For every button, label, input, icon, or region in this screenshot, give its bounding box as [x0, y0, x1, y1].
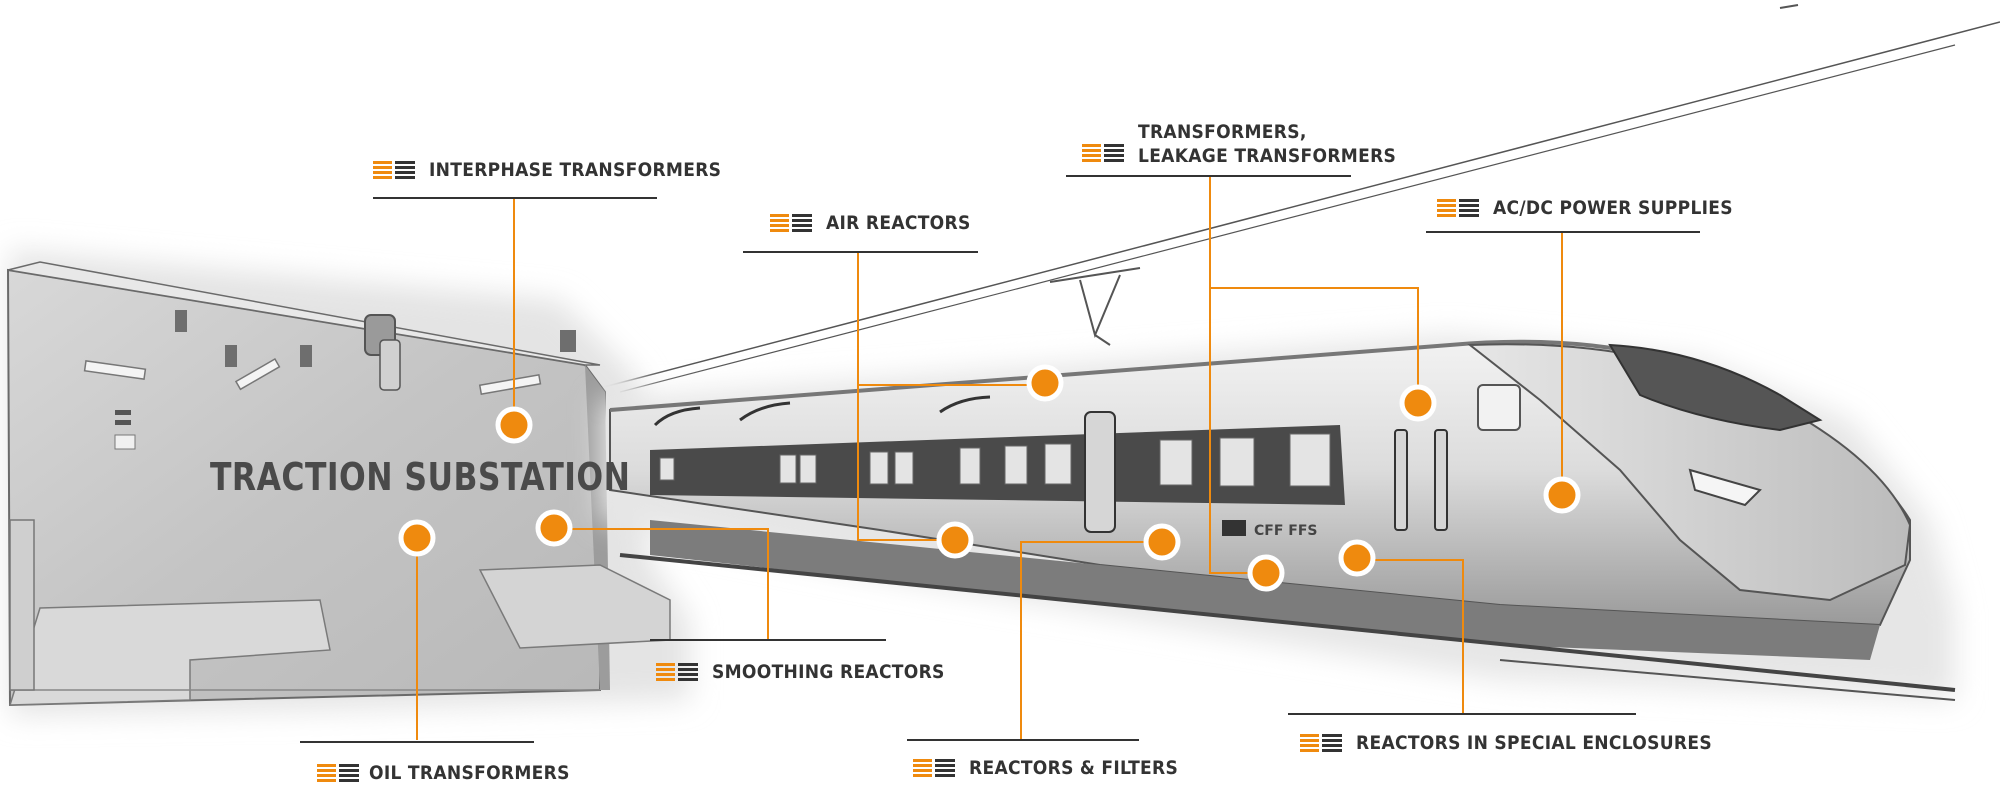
label-text-line1: TRANSFORMERS,: [1138, 121, 1307, 143]
label-transformers[interactable]: TRANSFORMERS, LEAKAGE TRANSFORMERS: [1082, 120, 1396, 168]
hotspots: [398, 364, 1581, 592]
label-reactors-special-enclosures[interactable]: REACTORS IN SPECIAL ENCLOSURES: [1300, 731, 1712, 755]
label-text: AIR REACTORS: [826, 212, 971, 234]
label-oil-transformers[interactable]: OIL TRANSFORMERS: [317, 761, 570, 785]
train-illustration: CFF FFS: [600, 267, 1956, 701]
label-text: SMOOTHING REACTORS: [712, 661, 945, 683]
stripes-icon: [656, 663, 698, 681]
hotspot-oil[interactable]: [398, 519, 436, 557]
catenary-wires: [599, 4, 2000, 393]
label-smoothing-reactors[interactable]: SMOOTHING REACTORS: [656, 660, 945, 684]
label-interphase-transformers[interactable]: INTERPHASE TRANSFORMERS: [373, 158, 721, 182]
substation-illustration: [6, 250, 690, 715]
stripes-icon: [913, 759, 955, 777]
train-logo-text: CFF FFS: [1254, 523, 1318, 539]
label-acdc-power-supplies[interactable]: AC/DC POWER SUPPLIES: [1437, 196, 1733, 220]
hotspot-filters[interactable]: [1143, 523, 1181, 561]
label-text: OIL TRANSFORMERS: [369, 762, 570, 784]
label-underline: [743, 251, 978, 253]
stripes-icon: [317, 764, 359, 782]
label-underline: [1066, 175, 1351, 177]
label-air-reactors[interactable]: AIR REACTORS: [770, 211, 971, 235]
hotspot-interphase[interactable]: [495, 406, 533, 444]
stripes-icon: [1437, 199, 1479, 217]
hotspot-acdc[interactable]: [1543, 476, 1581, 514]
stripes-icon: [373, 161, 415, 179]
hotspot-transformers-lower[interactable]: [1247, 554, 1285, 592]
hotspot-special[interactable]: [1338, 539, 1376, 577]
stripes-icon: [770, 214, 812, 232]
hotspot-air-upper[interactable]: [1026, 364, 1064, 402]
connector-lines: [416, 177, 1563, 740]
label-underline: [373, 197, 657, 199]
hotspot-smoothing[interactable]: [535, 509, 573, 547]
label-text: AC/DC POWER SUPPLIES: [1493, 197, 1733, 219]
label-underline: [1426, 231, 1700, 233]
label-underline: [650, 639, 886, 641]
label-underline: [300, 741, 534, 743]
label-underline: [907, 739, 1139, 741]
traction-substation-title: TRACTION SUBSTATION: [210, 455, 631, 499]
label-text: REACTORS IN SPECIAL ENCLOSURES: [1356, 732, 1712, 754]
hotspot-transformers-upper[interactable]: [1399, 384, 1437, 422]
label-underline: [1288, 713, 1636, 715]
label-text: REACTORS & FILTERS: [969, 757, 1179, 779]
stripes-icon: [1300, 734, 1342, 752]
label-text-line2: LEAKAGE TRANSFORMERS: [1138, 145, 1397, 167]
stripes-icon: [1082, 144, 1124, 162]
label-reactors-filters[interactable]: REACTORS & FILTERS: [913, 756, 1178, 780]
label-text: INTERPHASE TRANSFORMERS: [429, 159, 722, 181]
hotspot-air-lower[interactable]: [936, 521, 974, 559]
